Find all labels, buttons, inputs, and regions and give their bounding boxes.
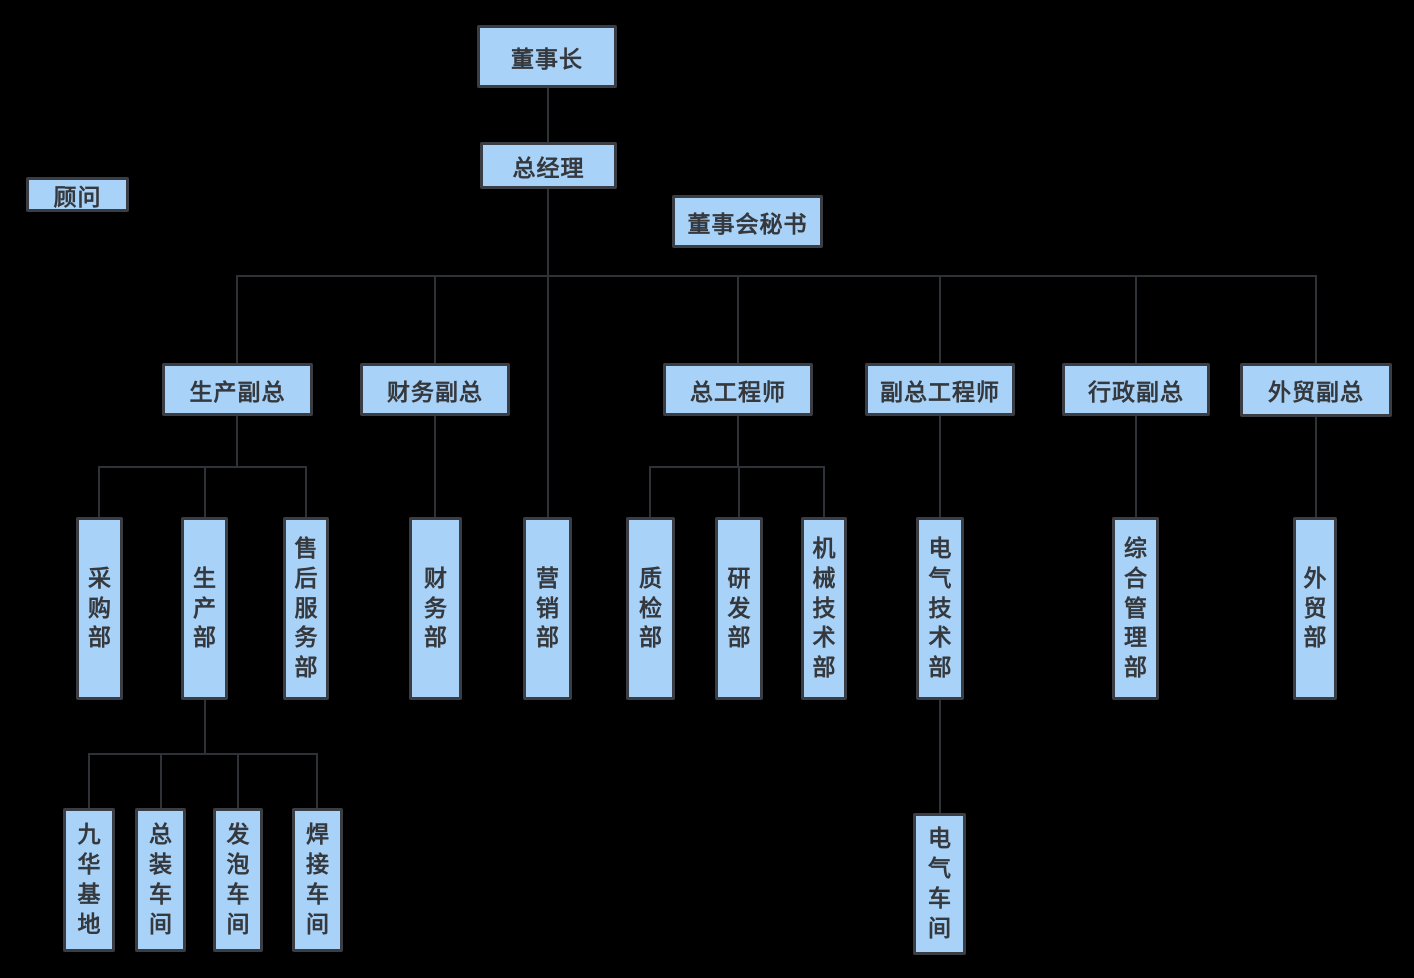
connector-line [236,416,238,467]
connector-line [737,416,739,467]
node-electrical-workshop[interactable]: 电气车间 [913,813,966,955]
connector-line [98,466,307,468]
connector-line [823,466,825,517]
node-marketing-dept[interactable]: 营销部 [523,517,572,700]
connector-line [738,466,740,517]
connector-line [1315,416,1317,517]
node-mechanical-tech-dept[interactable]: 机械技术部 [801,517,847,700]
node-vp-finance[interactable]: 财务副总 [360,363,510,416]
node-vp-production[interactable]: 生产副总 [162,363,313,416]
connector-line [1135,416,1137,517]
connector-line [204,466,206,517]
node-deputy-chief-engineer[interactable]: 副总工程师 [865,363,1015,416]
node-label: 机械技术部 [812,534,836,681]
connector-line [236,275,238,363]
node-jiuhua-base[interactable]: 九华基地 [63,808,115,952]
node-vp-foreign-trade[interactable]: 外贸副总 [1240,363,1392,417]
node-label: 研发部 [727,564,751,651]
node-label: 生产部 [193,564,216,651]
node-quality-inspection-dept[interactable]: 质检部 [626,517,675,700]
node-foaming-workshop[interactable]: 发泡车间 [213,808,263,952]
node-rd-dept[interactable]: 研发部 [715,517,763,700]
node-chairman[interactable]: 董事长 [477,25,617,88]
node-purchasing-dept[interactable]: 采购部 [76,517,123,700]
node-label: 外贸部 [1303,564,1327,651]
connector-line [939,700,941,813]
node-after-sales-service-dept[interactable]: 售后服务部 [283,517,329,700]
connector-line [434,416,436,517]
node-foreign-trade-dept[interactable]: 外贸部 [1293,517,1337,700]
node-label: 售后服务部 [294,534,318,681]
connector-line [237,753,239,808]
connector-line [88,753,318,755]
node-label: 焊接车间 [306,821,329,937]
connector-line [547,88,549,142]
node-label: 电气车间 [928,825,951,941]
connector-line [316,753,318,808]
node-label: 财务部 [424,564,447,651]
connector-line [434,275,436,363]
connector-line [939,275,941,363]
connector-line [1315,275,1317,363]
node-label: 电气技术部 [928,534,952,681]
node-board-secretary[interactable]: 董事会秘书 [672,195,823,248]
connector-line [305,466,307,517]
node-label: 综合管理部 [1124,534,1147,681]
connector-line [737,275,739,363]
node-label: 发泡车间 [226,821,250,937]
connector-line [236,275,1317,277]
connector-line [547,189,549,517]
node-label: 采购部 [88,564,111,651]
connector-line [649,466,825,468]
node-advisor[interactable]: 顾问 [26,177,129,212]
node-production-dept[interactable]: 生产部 [181,517,228,700]
connector-line [98,466,100,517]
node-electrical-tech-dept[interactable]: 电气技术部 [916,517,964,700]
connector-line [204,700,206,754]
node-general-manager[interactable]: 总经理 [480,142,617,189]
node-welding-workshop[interactable]: 焊接车间 [292,808,343,952]
connector-line [939,416,941,517]
connector-line [1135,275,1137,363]
node-label: 九华基地 [77,821,101,937]
node-label: 营销部 [536,564,559,651]
node-chief-engineer[interactable]: 总工程师 [663,363,813,416]
node-label: 总装车间 [149,821,172,937]
node-vp-admin[interactable]: 行政副总 [1062,363,1210,416]
node-assembly-workshop[interactable]: 总装车间 [135,808,186,952]
connector-line [160,753,162,808]
connector-line [649,466,651,517]
node-finance-dept[interactable]: 财务部 [409,517,462,700]
node-general-management-dept[interactable]: 综合管理部 [1112,517,1159,700]
node-label: 质检部 [639,564,662,651]
connector-line [88,753,90,808]
